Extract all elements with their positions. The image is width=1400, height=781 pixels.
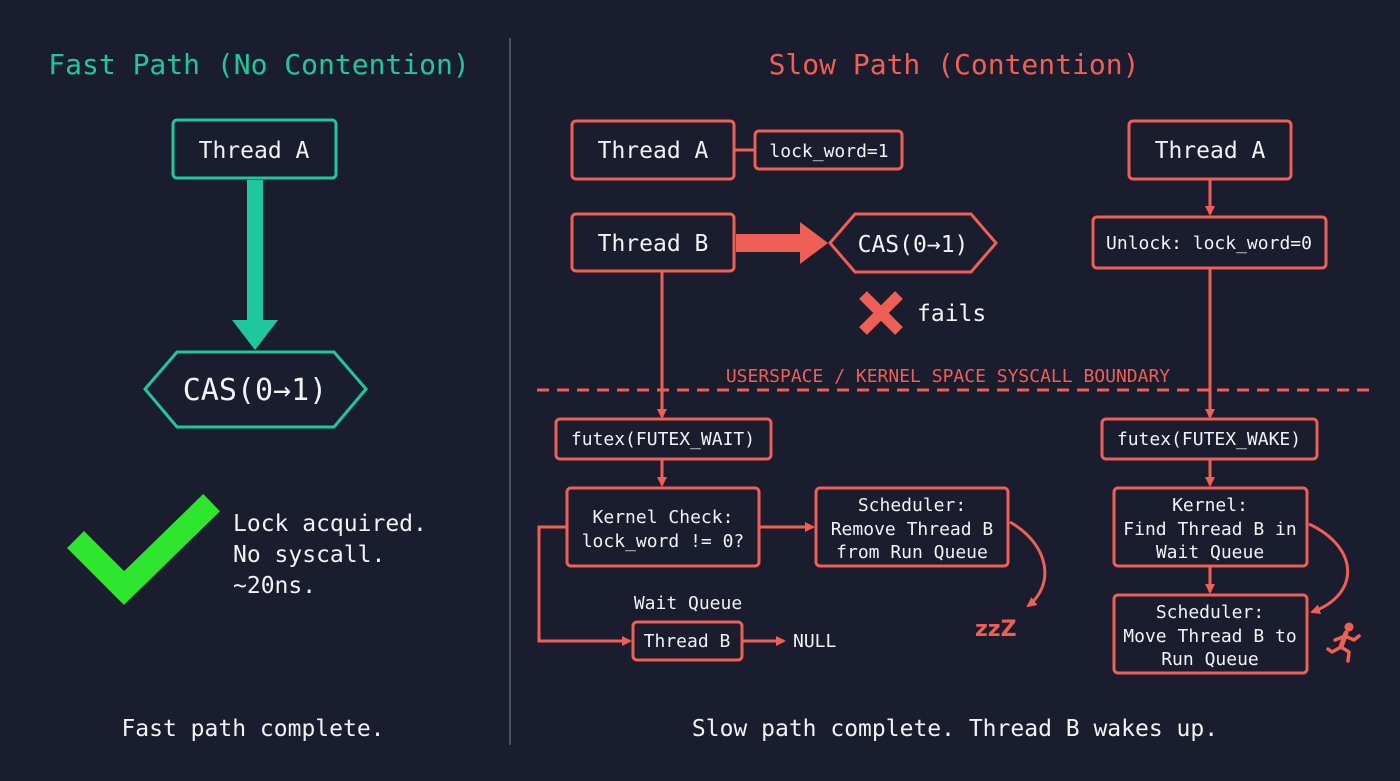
kernel-find-box: Kernel: Find Thread B in Wait Queue xyxy=(1112,486,1309,568)
slow-thread-a-label: Thread A xyxy=(598,138,709,164)
fast-result-line-2: No syscall. xyxy=(233,542,385,568)
lock-word-label: lock_word=1 xyxy=(769,141,888,162)
kernel-check-line-1: Kernel Check: xyxy=(593,507,734,528)
fast-result-line-3: ~20ns. xyxy=(233,573,316,599)
kernel-check-box: Kernel Check: lock_word != 0? xyxy=(565,486,761,568)
scheduler-move-line-3: Run Queue xyxy=(1161,649,1259,670)
slow-thread-a-right-box: Thread A xyxy=(1127,119,1293,181)
scheduler-remove-line-1: Scheduler: xyxy=(858,495,966,516)
slow-thread-b-label: Thread B xyxy=(598,231,709,257)
thread-b-cas-arrow xyxy=(736,222,828,264)
unlock-label: Unlock: lock_word=0 xyxy=(1106,233,1312,254)
fast-footer: Fast path complete. xyxy=(121,716,384,742)
fast-thread-a-label: Thread A xyxy=(199,138,310,164)
sleep-text: zzZ xyxy=(975,617,1017,642)
lock-word-box: lock_word=1 xyxy=(753,129,904,171)
sleep-curve-arrow xyxy=(1009,520,1047,608)
scheduler-move-line-2: Move Thread B to xyxy=(1123,626,1296,647)
slow-thread-a-right-label: Thread A xyxy=(1155,138,1266,164)
running-person-icon xyxy=(1326,622,1361,663)
fast-result-line-1: Lock acquired. xyxy=(233,511,427,537)
kernel-find-line-2: Find Thread B in xyxy=(1123,519,1296,540)
syscall-boundary-label: USERSPACE / KERNEL SPACE SYSCALL BOUNDAR… xyxy=(726,366,1170,387)
fast-arrow xyxy=(232,180,278,350)
kernel-to-waitqueue-arrow xyxy=(537,525,632,646)
fast-path-title: Fast Path (No Contention) xyxy=(48,48,469,81)
checkmark-icon xyxy=(67,494,220,605)
futex-wait-label: futex(FUTEX_WAIT) xyxy=(571,429,755,450)
kernel-check-line-2: lock_word != 0? xyxy=(582,531,745,552)
fails-label: fails xyxy=(917,301,986,327)
scheduler-remove-box: Scheduler: Remove Thread B from Run Queu… xyxy=(814,486,1010,568)
sleep-icon: zzZ xyxy=(975,617,1017,642)
slow-cas-hexagon: CAS(0→1) xyxy=(828,212,998,274)
cross-icon xyxy=(859,291,903,335)
slow-thread-b-box: Thread B xyxy=(570,212,736,273)
scheduler-remove-line-3: from Run Queue xyxy=(836,542,988,563)
wait-queue-thread-label: Thread B xyxy=(644,631,731,652)
wait-queue-thread-box: Thread B xyxy=(631,620,744,662)
slow-path-title: Slow Path (Contention) xyxy=(769,48,1140,81)
futex-wait-box: futex(FUTEX_WAIT) xyxy=(554,417,773,461)
futex-wake-label: futex(FUTEX_WAKE) xyxy=(1117,429,1301,450)
scheduler-remove-line-2: Remove Thread B xyxy=(831,519,994,540)
fast-cas-hexagon: CAS(0→1) xyxy=(143,350,368,429)
wake-curve-arrow xyxy=(1308,522,1349,615)
null-label: NULL xyxy=(793,631,837,652)
slow-footer: Slow path complete. Thread B wakes up. xyxy=(692,716,1218,742)
slow-cas-label: CAS(0→1) xyxy=(858,232,969,258)
wait-queue-label: Wait Queue xyxy=(634,593,742,614)
fast-thread-a-box: Thread A xyxy=(171,118,338,180)
scheduler-move-line-1: Scheduler: xyxy=(1156,602,1264,623)
scheduler-move-box: Scheduler: Move Thread B to Run Queue xyxy=(1112,593,1309,675)
slow-thread-a-box: Thread A xyxy=(570,119,736,181)
fast-cas-label: CAS(0→1) xyxy=(183,373,328,408)
kernel-find-line-3: Wait Queue xyxy=(1156,542,1264,563)
kernel-find-line-1: Kernel: xyxy=(1172,495,1248,516)
unlock-box: Unlock: lock_word=0 xyxy=(1091,215,1328,270)
futex-wake-box: futex(FUTEX_WAKE) xyxy=(1100,417,1319,461)
